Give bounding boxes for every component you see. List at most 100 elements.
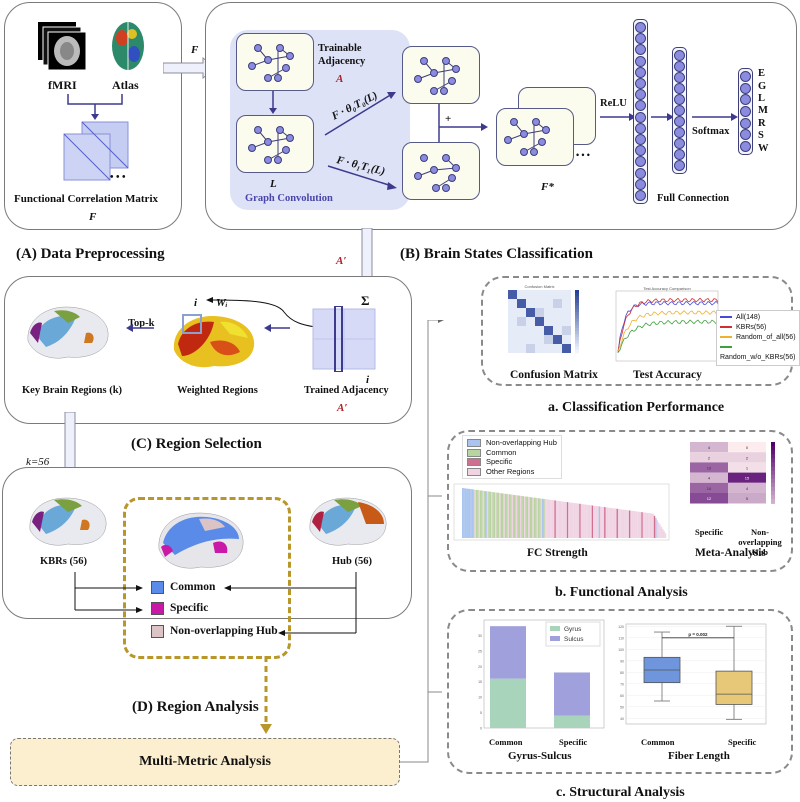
- class-label-e: E: [758, 68, 766, 80]
- matrix-ellipsis: • • •: [110, 172, 126, 183]
- specific-swatch: [151, 602, 164, 615]
- common-swatch: [151, 581, 164, 594]
- neuron: [674, 127, 685, 138]
- fiber-ytick: 80: [620, 671, 624, 675]
- multi-metric-label: Multi-Metric Analysis: [139, 754, 271, 769]
- fc-bar: [533, 497, 536, 538]
- fiber-cat-common: Common: [641, 737, 675, 747]
- fc-bar: [573, 503, 576, 538]
- fc-bar: [550, 499, 552, 538]
- hub-label: Hub (56): [332, 556, 372, 567]
- heatmap-cell: [690, 462, 728, 473]
- fc-bar: [548, 499, 551, 538]
- fc-bar: [562, 501, 565, 538]
- fiber-length-label: Fiber Length: [668, 750, 730, 762]
- caption-section-c: c. Structural Analysis: [556, 785, 685, 800]
- fc-bar: [565, 501, 567, 538]
- fc-strength-label: FC Strength: [527, 547, 588, 559]
- fc-bar: [471, 489, 474, 538]
- fc-bar: [648, 513, 650, 538]
- fc-bar: [613, 508, 616, 538]
- gyrus-legend-swatch: [550, 626, 560, 631]
- relu-label: ReLU: [600, 98, 627, 109]
- neuron: [674, 149, 685, 160]
- fc-bar: [559, 501, 562, 538]
- confusion-cell: [535, 299, 544, 308]
- accuracy-series-line: [617, 300, 719, 353]
- region-overlap-box: [123, 497, 291, 659]
- fc-bar: [537, 498, 540, 538]
- heatmap-cell: [690, 493, 728, 504]
- heatmap-colorbar-segment: [771, 503, 775, 504]
- neuron: [635, 22, 646, 34]
- fc-bar: [553, 500, 555, 538]
- heatmap-colorbar-segment: [771, 466, 775, 472]
- multi-metric-connector: [400, 320, 444, 763]
- fc-bar: [507, 494, 509, 538]
- confusion-cell: [517, 317, 526, 326]
- confusion-cell: [526, 317, 535, 326]
- fc-bar: [657, 522, 660, 538]
- colorbar-segment: [575, 308, 579, 313]
- fc-bar: [617, 509, 620, 538]
- fc-bar: [569, 502, 572, 538]
- fc-bar: [628, 510, 631, 538]
- fc-bar: [536, 498, 538, 538]
- fc-bar: [493, 492, 496, 538]
- structural-analysis-box: [447, 609, 793, 774]
- legend-common: Common: [151, 581, 215, 594]
- heatmap-colorbar-segment: [771, 482, 775, 488]
- colorbar-segment: [575, 318, 579, 322]
- matrix-symbol: F: [89, 211, 97, 223]
- fc-bar: [473, 489, 475, 538]
- confusion-cell: [526, 290, 535, 299]
- heatmap-value: 10: [707, 486, 712, 491]
- neuron: [740, 129, 751, 141]
- fc-bar: [663, 531, 665, 538]
- non-overlapping-hub-swatch: [151, 625, 164, 638]
- fc-bar: [513, 494, 515, 538]
- colorbar-segment: [575, 330, 579, 335]
- fiber-ytick: 100: [618, 648, 624, 652]
- fc-layer-2: [672, 47, 687, 174]
- fc-bar: [572, 502, 574, 538]
- caption-a: (A) Data Preprocessing: [16, 246, 165, 262]
- accuracy-legend: All(148)KBRs(56)Random_of_all(56)Random_…: [716, 310, 800, 366]
- confusion-cell: [508, 326, 517, 335]
- fiber-ytick: 60: [620, 694, 624, 698]
- gyrus-ytick: 30: [478, 634, 482, 638]
- fc-bar: [511, 494, 514, 538]
- colorbar-segment: [575, 299, 579, 304]
- branch0-graph: [402, 46, 480, 104]
- heatmap-cell: [728, 442, 766, 453]
- colorbar-segment: [575, 324, 579, 329]
- confusion-cell: [544, 335, 553, 344]
- fc-legend-item: Specific: [467, 457, 557, 467]
- class-label-s: S: [758, 130, 764, 142]
- fc-layer-1: [633, 19, 648, 204]
- neuron: [740, 117, 751, 129]
- fc-bar: [611, 508, 613, 538]
- accuracy-series-line: [617, 310, 719, 352]
- accuracy-plot-area: [615, 290, 719, 362]
- fc-bar: [532, 497, 534, 538]
- fc-bar: [489, 491, 491, 538]
- confusion-cell: [535, 290, 544, 299]
- colorbar-segment: [575, 337, 579, 341]
- confusion-cell: [544, 308, 553, 317]
- fc-bar: [546, 499, 548, 538]
- neuron: [635, 133, 646, 145]
- heatmap-value: 5: [746, 496, 749, 501]
- fc-bar: [640, 512, 642, 538]
- w-label: Wᵢ: [216, 297, 228, 309]
- colorbar-segment: [575, 302, 579, 307]
- fc-bar: [488, 491, 490, 538]
- confusion-cell: [562, 308, 571, 317]
- colorbar-segment: [575, 315, 579, 319]
- confusion-cell: [562, 299, 571, 308]
- top-k-label: Top-k: [128, 318, 155, 329]
- branch1-graph: [402, 142, 480, 200]
- confusion-cell: [526, 344, 535, 353]
- neuron: [674, 83, 685, 94]
